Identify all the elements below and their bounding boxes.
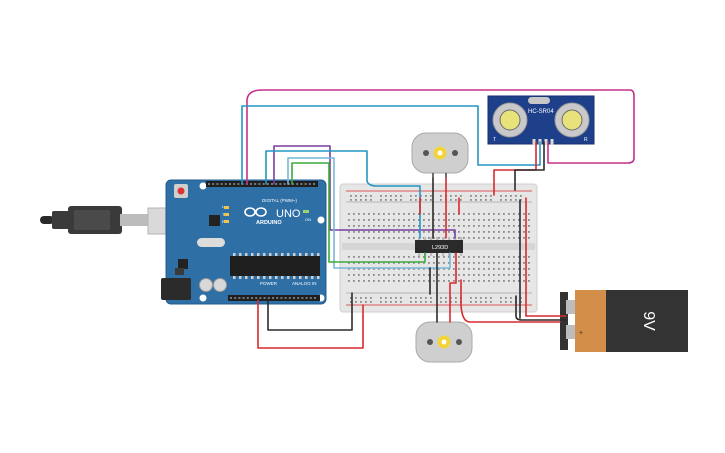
usb-cable (40, 206, 171, 235)
arduino-brand: ARDUINO (256, 220, 282, 226)
battery-plus: + (579, 330, 583, 337)
wires (241, 89, 635, 349)
arduino-uno: DIGITAL (PWM~) ARDUINO UNO POWER ANALOG … (40, 179, 327, 305)
l-label: L (222, 204, 225, 209)
sensor-model: HC-SR04 (528, 109, 554, 115)
dc-motor-top (411, 132, 469, 178)
ic-label: L293D (432, 245, 448, 251)
analog-label: ANALOG IN (292, 281, 317, 286)
wire-red-jumper-3 (460, 279, 561, 323)
ultrasonic-sensor: HC-SR04 T R (487, 95, 595, 145)
digital-label: DIGITAL (PWM~) (262, 198, 297, 203)
atmega-chip (230, 256, 320, 276)
digital-header (206, 181, 318, 187)
wire-black-battery-2 (515, 295, 567, 321)
wire-magenta (246, 89, 635, 185)
wire-lightblue (287, 157, 451, 269)
wire-black-gnd (267, 292, 353, 331)
arduino-model: UNO (276, 208, 301, 220)
wire-red-5v (257, 299, 364, 349)
power-jack (161, 278, 191, 300)
battery-label: 9V (640, 311, 657, 331)
wire-cyan (241, 105, 541, 185)
wire-red-battery (525, 197, 567, 317)
wire-green (291, 162, 426, 263)
power-label: POWER (260, 281, 278, 286)
wire-purple (273, 145, 456, 239)
wire-motor-bottom-red (449, 252, 457, 323)
on-label: ON (305, 217, 311, 222)
wire-black-sensor (514, 141, 545, 191)
wire-blue (265, 150, 421, 239)
sensor-t-mark: T (493, 137, 496, 143)
sensor-r-mark: R (584, 137, 588, 143)
battery-9v: 9V + (560, 290, 688, 352)
dc-motor-bottom (415, 321, 473, 363)
arduino-logo (244, 207, 267, 217)
